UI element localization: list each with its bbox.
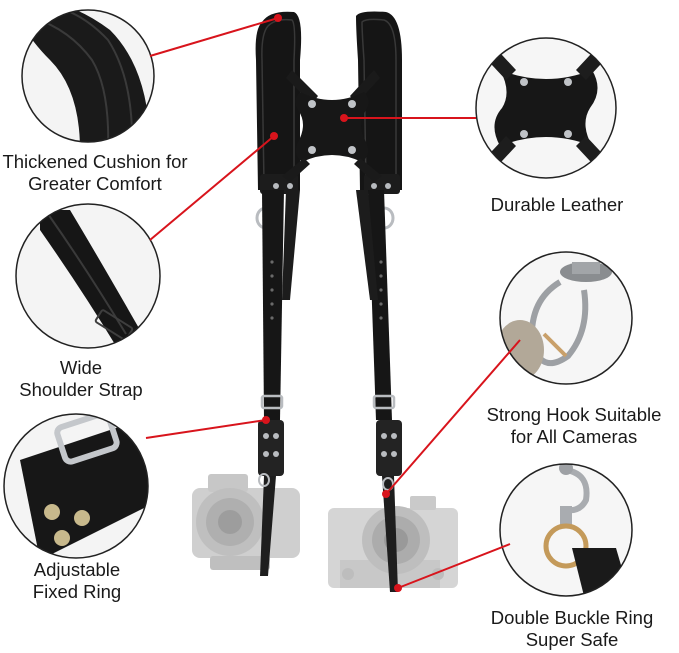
caption-cushion: Thickened Cushion for Greater Comfort xyxy=(2,151,188,194)
caption-ring: Adjustable Fixed Ring xyxy=(32,559,122,602)
detail-circle-cushion xyxy=(21,9,155,143)
caption-hook: Strong Hook Suitable for All Cameras xyxy=(486,404,662,447)
detail-circle-strap xyxy=(15,203,161,349)
caption-strap: Wide Shoulder Strap xyxy=(19,357,143,400)
buckle-icon xyxy=(20,414,148,558)
harness xyxy=(255,11,402,592)
caption-leather: Durable Leather xyxy=(490,194,624,215)
camera-left-icon xyxy=(192,474,300,570)
caption-buckle: Double Buckle Ring Super Safe xyxy=(490,607,654,650)
detail-circle-hook xyxy=(499,251,633,385)
detail-circle-leather xyxy=(475,37,617,179)
detail-circle-buckle xyxy=(499,463,633,597)
callout-lines xyxy=(145,14,521,592)
detail-circle-ring xyxy=(3,413,149,559)
